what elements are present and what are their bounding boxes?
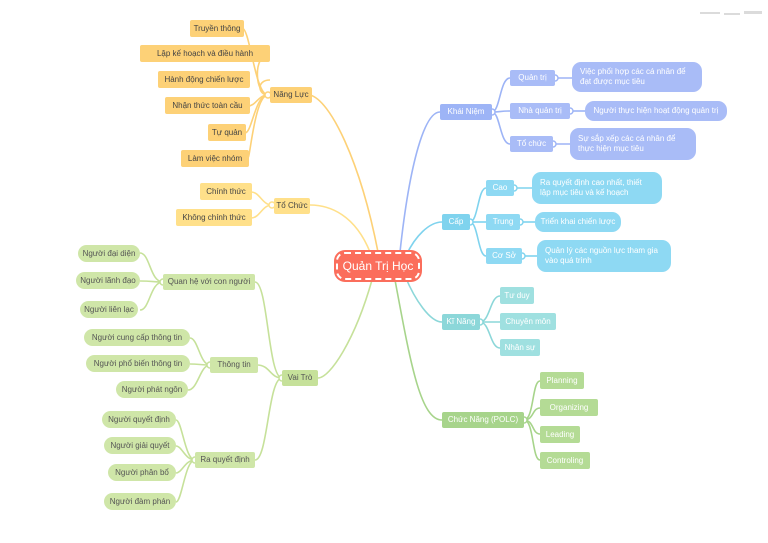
cap-item[interactable]: Cơ Sở [486, 248, 522, 264]
vai-tro-item[interactable]: Người đàm phán [104, 493, 176, 510]
branch-to-chuc[interactable]: Tổ Chức [274, 198, 310, 214]
vai-tro-item[interactable]: Người lãnh đạo [76, 272, 140, 289]
to-chuc-item[interactable]: Chính thức [200, 183, 252, 200]
vai-tro-item[interactable]: Người quyết định [102, 411, 176, 428]
vai-tro-item[interactable]: Người phân bổ [108, 464, 176, 481]
chuc-nang-item[interactable]: Controling [540, 452, 590, 469]
nang-luc-item[interactable]: Hành động chiến lược [158, 71, 250, 88]
vai-tro-group[interactable]: Quan hệ với con người [163, 274, 255, 290]
vai-tro-item[interactable]: Người đại diện [78, 245, 140, 262]
chuc-nang-item[interactable]: Leading [540, 426, 580, 443]
vai-tro-group[interactable]: Thông tin [210, 357, 258, 373]
vai-tro-item[interactable]: Người phổ biến thông tin [86, 355, 190, 372]
nang-luc-item[interactable]: Truyền thông [190, 20, 244, 37]
nang-luc-item[interactable]: Làm việc nhóm [181, 150, 249, 167]
nang-luc-item[interactable]: Lập kế hoạch và điều hành [140, 45, 270, 62]
chuc-nang-item[interactable]: Planning [540, 372, 584, 389]
branch-ki-nang[interactable]: Kĩ Năng [442, 314, 480, 330]
khai-niem-desc[interactable]: Việc phối hợp các cá nhân để đạt được mụ… [572, 62, 702, 92]
ki-nang-item[interactable]: Nhân sự [500, 339, 540, 356]
to-chuc-item[interactable]: Không chính thức [176, 209, 252, 226]
branch-cap[interactable]: Cấp [442, 214, 470, 230]
watermark-blur [700, 11, 762, 15]
branch-chuc-nang[interactable]: Chức Năng (POLC) [442, 412, 524, 428]
vai-tro-item[interactable]: Người phát ngôn [116, 381, 188, 398]
ki-nang-item[interactable]: Tư duy [500, 287, 534, 304]
cap-desc[interactable]: Quản lý các nguồn lực tham gia vào quá t… [537, 240, 671, 272]
chuc-nang-item[interactable]: Organizing [540, 399, 598, 416]
nang-luc-item[interactable]: Tự quản [208, 124, 246, 141]
cap-item[interactable]: Cao [486, 180, 514, 196]
khai-niem-desc[interactable]: Sự sắp xếp các cá nhân để thực hiện mục … [570, 128, 696, 160]
vai-tro-item[interactable]: Người liên lạc [80, 301, 138, 318]
branch-khai-niem[interactable]: Khái Niệm [440, 104, 492, 120]
vai-tro-item[interactable]: Người giải quyết [104, 437, 176, 454]
ki-nang-item[interactable]: Chuyên môn [500, 313, 556, 330]
cap-item[interactable]: Trung [486, 214, 520, 230]
branch-nang-luc[interactable]: Năng Lực [270, 87, 312, 103]
nang-luc-item[interactable]: Nhận thức toàn cầu [165, 97, 250, 114]
cap-desc[interactable]: Ra quyết định cao nhất, thiết lập mục ti… [532, 172, 662, 204]
branch-vai-tro[interactable]: Vai Trò [282, 370, 318, 386]
cap-desc[interactable]: Triển khai chiến lược [535, 212, 621, 232]
vai-tro-item[interactable]: Người cung cấp thông tin [84, 329, 190, 346]
central-topic[interactable]: Quản Trị Học [336, 252, 420, 280]
khai-niem-item[interactable]: Quản trị [510, 70, 555, 86]
khai-niem-item[interactable]: Tổ chức [510, 136, 553, 152]
khai-niem-item[interactable]: Nhà quản trị [510, 103, 570, 119]
vai-tro-group[interactable]: Ra quyết định [195, 452, 255, 468]
khai-niem-desc[interactable]: Người thực hiện hoạt động quản trị [585, 101, 727, 121]
